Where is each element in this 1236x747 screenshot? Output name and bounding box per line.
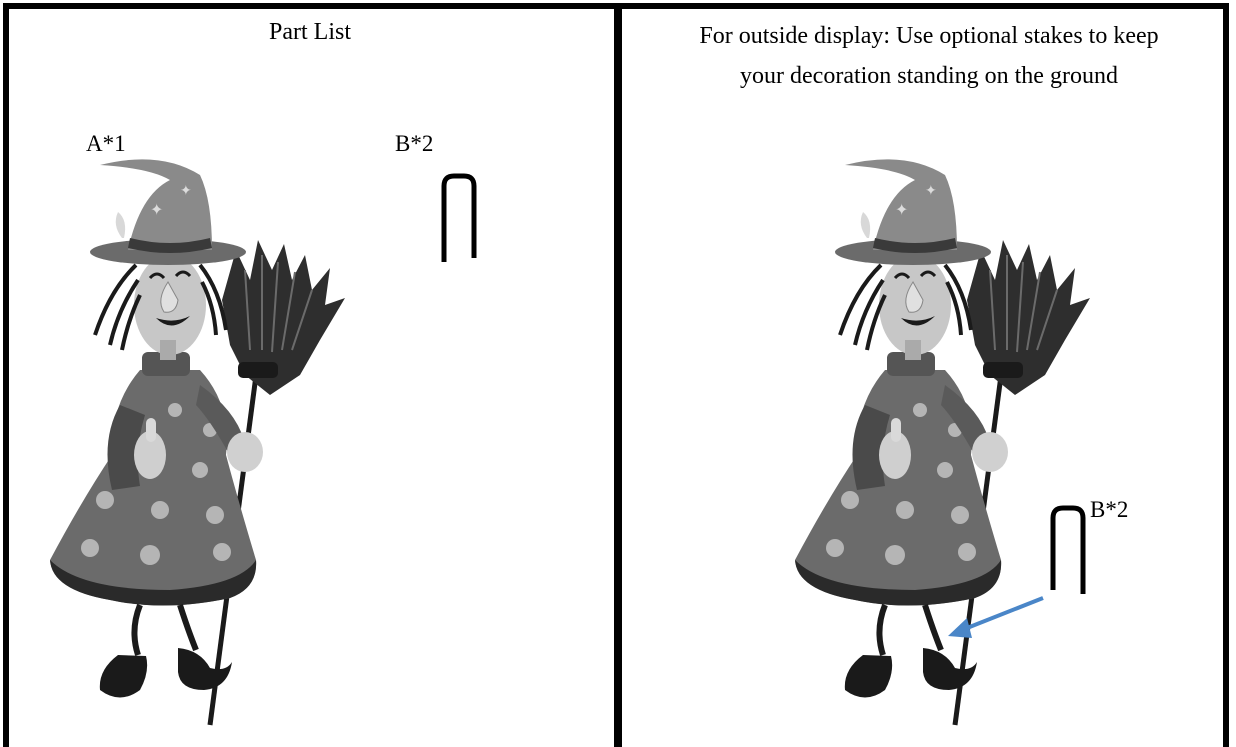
- placement-arrow: [948, 596, 1044, 638]
- instruction-line-2: your decoration standing on the ground: [740, 63, 1118, 89]
- witch-decoration-image-left: [50, 159, 345, 725]
- stake-icon-right: [1050, 505, 1086, 594]
- part-b-label: B*2: [395, 131, 434, 156]
- outside-display-instruction: For outside display: Use optional stakes…: [622, 16, 1236, 96]
- instruction-line-1: For outside display: Use optional stakes…: [699, 23, 1159, 49]
- witch-decoration-image-right: [795, 159, 1090, 725]
- part-list-title: Part List: [269, 19, 351, 45]
- stake-label: B*2: [1090, 497, 1129, 522]
- part-a-label: A*1: [86, 131, 126, 156]
- stake-icon-left: [441, 173, 477, 262]
- panel-divider: [614, 3, 622, 747]
